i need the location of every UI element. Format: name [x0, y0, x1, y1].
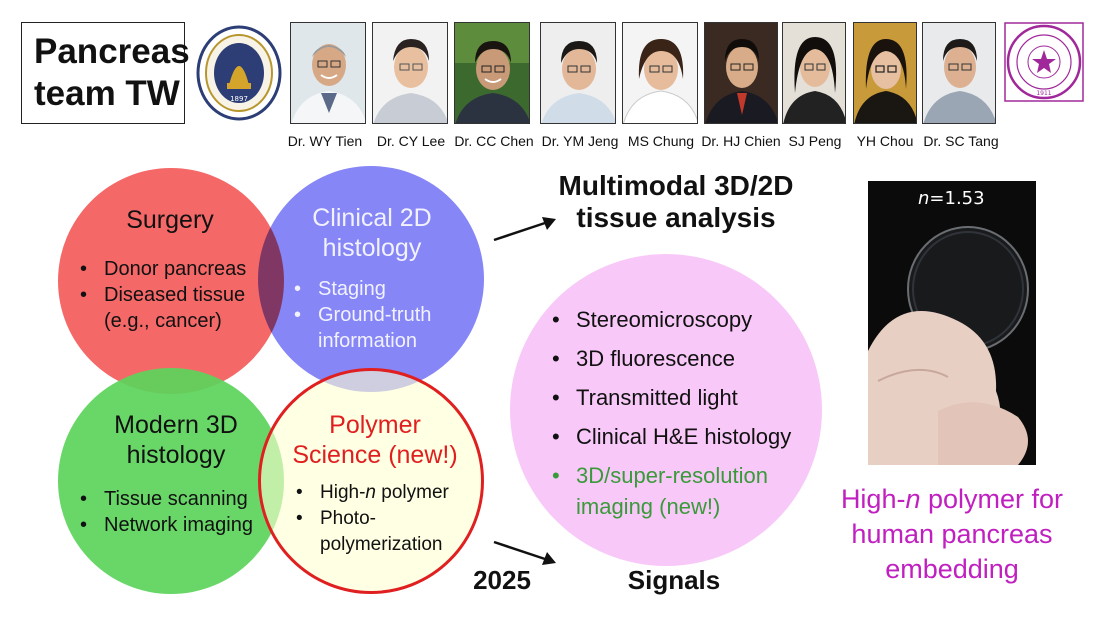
- refractive-index-label: n=1.53: [918, 188, 985, 209]
- arrow-down-right: [493, 540, 556, 565]
- surgery-item-cont: (e.g., cancer): [104, 310, 222, 332]
- polymer-list: •High-n polymer •Photo- polymerization: [294, 480, 449, 558]
- portrait-cc-chen: [454, 22, 530, 124]
- multimodal-item: •Transmitted light: [552, 385, 738, 410]
- clinical-histology-circle: [258, 166, 484, 392]
- clinical-title-line-1: Clinical 2D: [312, 204, 432, 232]
- clinical-item: •Staging: [294, 278, 386, 300]
- refractive-index-value: =1.53: [929, 188, 985, 209]
- portrait-hj-chien: [704, 22, 778, 124]
- modern-list: •Tissue scanning •Network imaging: [78, 486, 253, 538]
- clinical-item: •Ground-truth: [294, 304, 432, 326]
- modern-title: Modern 3D histology: [114, 410, 238, 470]
- clinical-title: Clinical 2D histology: [312, 203, 431, 263]
- multimodal-heading-line-1: Multimodal 3D/2D: [558, 170, 794, 201]
- modern-item: •Tissue scanning: [80, 488, 248, 510]
- multimodal-heading-line-2: tissue analysis: [576, 202, 776, 233]
- member-name: Dr. CY Lee: [376, 133, 446, 149]
- title-line-1: Pancreas: [34, 32, 190, 71]
- tsinghua-seal-year: 1911: [1036, 90, 1051, 97]
- portrait-cy-lee: [372, 22, 448, 124]
- surgery-item: •Donor pancreas: [80, 258, 247, 280]
- member-name: Dr. HJ Chien: [701, 133, 781, 149]
- polymer-item: •Photo-: [296, 508, 376, 529]
- surgery-list: •Donor pancreas •Diseased tissue (e.g., …: [78, 256, 246, 334]
- tsinghua-seal-logo: 1911: [1004, 22, 1084, 102]
- polymer-title: Polymer Science (new!): [292, 410, 457, 470]
- surgery-item: •Diseased tissue: [80, 284, 246, 306]
- member-name: SJ Peng: [788, 133, 842, 149]
- modern-histology-circle: [58, 368, 284, 594]
- polymer-item-cont: polymerization: [320, 534, 443, 555]
- signals-label: Signals: [627, 565, 721, 595]
- multimodal-item: •Stereomicroscopy: [552, 307, 753, 332]
- year-label: 2025: [473, 565, 531, 595]
- multimodal-item-new-cont: imaging (new!): [576, 494, 721, 519]
- polymer-science-circle: [258, 368, 484, 594]
- modern-title-line-1: Modern 3D: [114, 411, 238, 439]
- surgery-title: Surgery: [126, 206, 214, 234]
- polymer-title-line-2: Science (new!): [292, 441, 458, 469]
- multimodal-list: •Stereomicroscopy •3D fluorescence •Tran…: [550, 300, 791, 522]
- multimodal-item: •3D fluorescence: [552, 346, 735, 371]
- clinical-item-cont: information: [318, 330, 417, 352]
- polymer-item: •High-n polymer: [296, 482, 449, 503]
- caption-line-2: human pancreas: [851, 519, 1053, 549]
- caption-line-3: embedding: [885, 554, 1019, 584]
- arrow-up-right: [493, 217, 556, 242]
- multimodal-heading: Multimodal 3D/2D tissue analysis: [559, 170, 794, 234]
- member-name: Dr. WY Tien: [287, 133, 363, 149]
- member-name: Dr. YM Jeng: [541, 133, 619, 149]
- member-name: YH Chou: [856, 133, 914, 149]
- modern-item: •Network imaging: [80, 514, 253, 536]
- multimodal-item: •Clinical H&E histology: [552, 424, 792, 449]
- multimodal-item-new: •3D/super-resolution: [552, 463, 768, 488]
- ntu-seal-logo: 1897: [196, 25, 282, 121]
- member-name: MS Chung: [627, 133, 695, 149]
- title-line-2: team TW: [34, 74, 180, 113]
- member-name: Dr. CC Chen: [454, 133, 534, 149]
- team-title: Pancreas team TW: [21, 22, 190, 124]
- portrait-ms-chung: [622, 22, 698, 124]
- portrait-sc-tang: [922, 22, 996, 124]
- polymer-disc-photo: [868, 181, 1036, 465]
- refractive-index-symbol: n: [918, 188, 930, 209]
- portrait-sj-peng: [782, 22, 846, 124]
- modern-title-line-2: histology: [126, 441, 226, 469]
- polymer-title-line-1: Polymer: [329, 411, 421, 439]
- polymer-caption: High-n polymer for human pancreas embedd…: [822, 482, 1082, 587]
- ntu-seal-year: 1897: [230, 95, 248, 103]
- caption-line-1: High-n polymer for: [840, 484, 1064, 514]
- portrait-yh-chou: [853, 22, 917, 124]
- member-name: Dr. SC Tang: [923, 133, 999, 149]
- clinical-list: •Staging •Ground-truth information: [292, 276, 431, 354]
- clinical-title-line-2: histology: [322, 234, 422, 262]
- portrait-ym-jeng: [540, 22, 616, 124]
- portrait-wy-tien: [290, 22, 366, 124]
- surgery-circle: [58, 168, 284, 394]
- multimodal-circle: [510, 254, 822, 566]
